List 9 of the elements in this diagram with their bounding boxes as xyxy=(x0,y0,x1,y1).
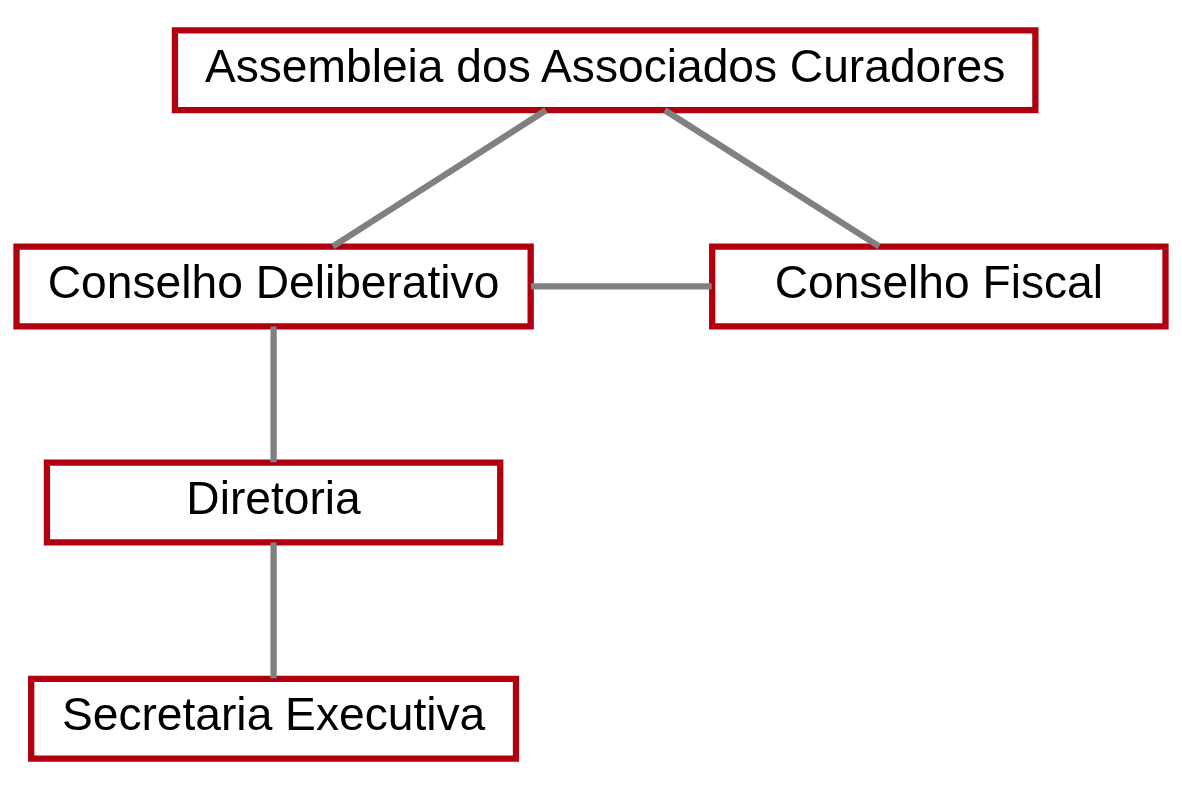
connector xyxy=(530,282,712,290)
node-box: Assembleia dos Associados Curadores xyxy=(171,26,1039,113)
node-box: Diretoria xyxy=(43,459,504,546)
connector xyxy=(331,107,548,249)
node-box: Conselho Fiscal xyxy=(709,242,1169,329)
connector xyxy=(663,107,881,249)
connector xyxy=(270,325,277,462)
node-box: Secretaria Executiva xyxy=(28,675,520,762)
node-box: Conselho Deliberativo xyxy=(13,242,534,329)
